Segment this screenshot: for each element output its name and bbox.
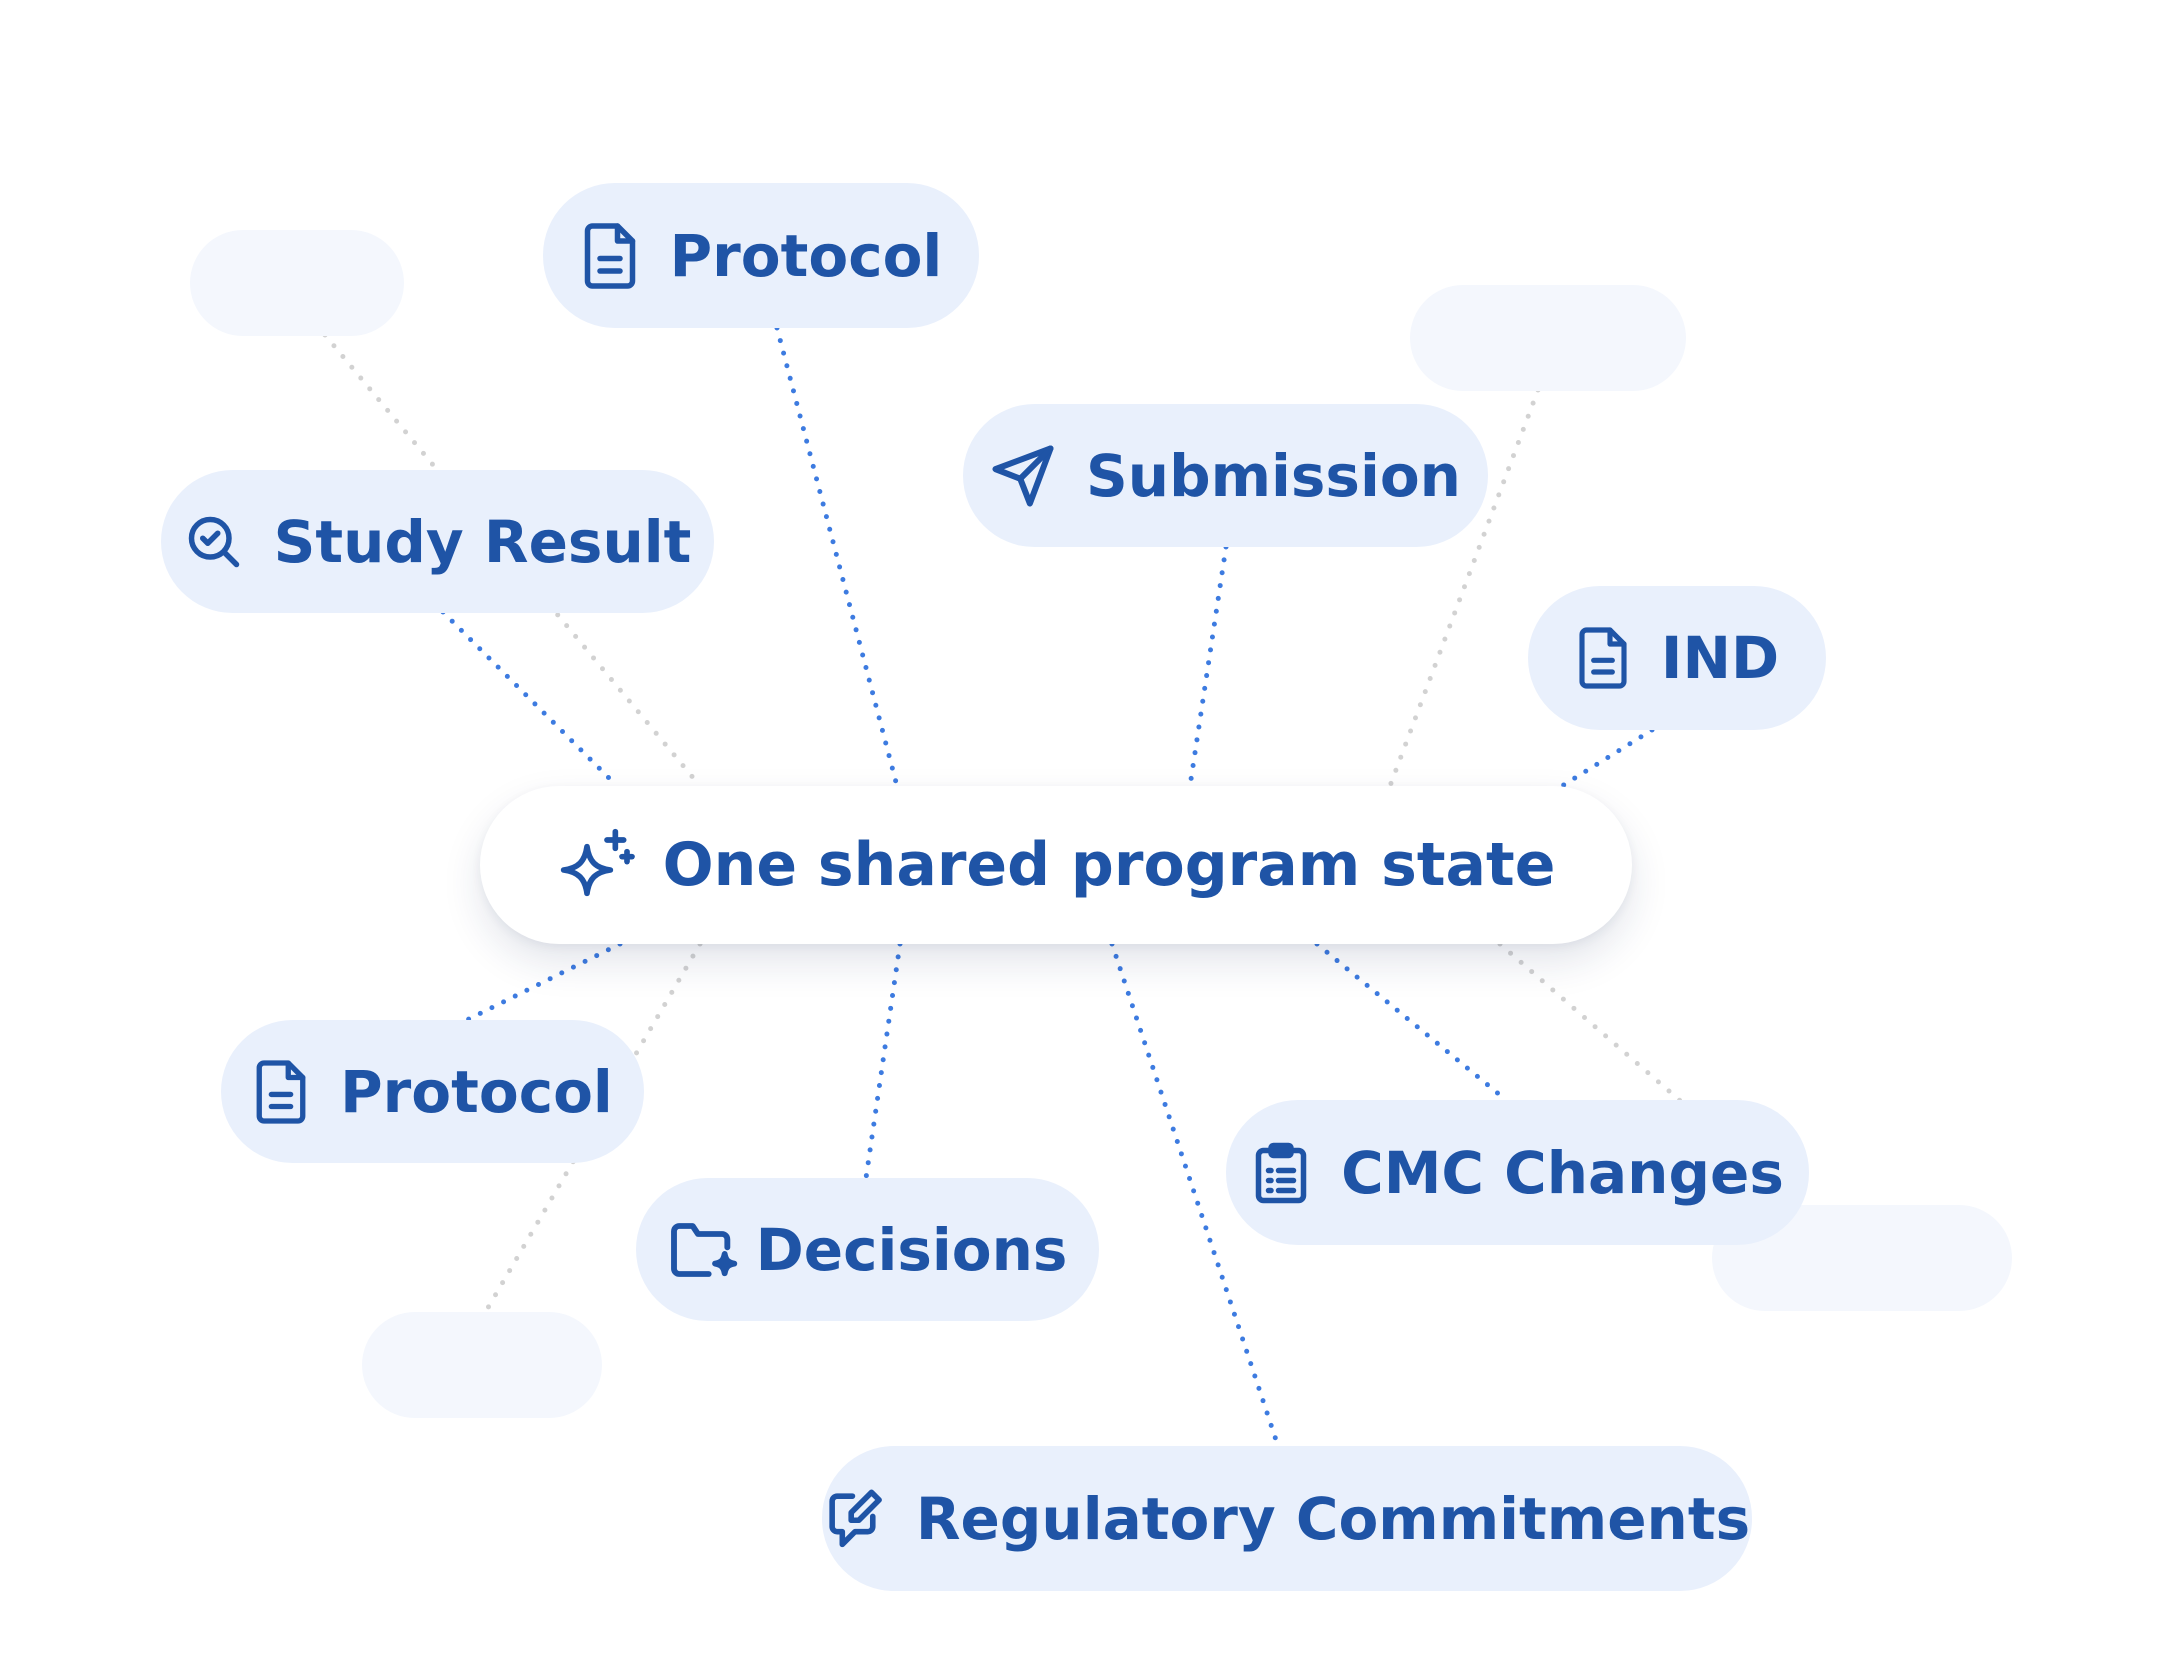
connector-protocol-bottom: [464, 941, 623, 1023]
node-label: Regulatory Commitments: [915, 1484, 1751, 1553]
node-label: Decisions: [755, 1215, 1068, 1284]
node-label: Submission: [1086, 441, 1461, 510]
node-study-result[interactable]: Study Result: [161, 470, 714, 613]
node-regulatory-commitments[interactable]: Regulatory Commitments: [822, 1446, 1752, 1591]
document-icon: [1575, 625, 1631, 691]
clipboard-list-icon: [1251, 1140, 1311, 1206]
connector-submission: [1187, 544, 1229, 789]
node-decisions[interactable]: Decisions: [636, 1178, 1099, 1321]
node-ind[interactable]: IND: [1528, 586, 1826, 730]
ghost-node: [362, 1312, 602, 1418]
ghost-node: [1410, 285, 1686, 391]
node-label: Protocol: [669, 221, 943, 290]
connector-cmc: [1314, 941, 1509, 1103]
node-label: IND: [1660, 624, 1780, 692]
folder-sparkle-icon: [668, 1218, 744, 1282]
sparkles-icon: [557, 825, 637, 905]
node-label: CMC Changes: [1341, 1138, 1784, 1207]
document-icon: [580, 221, 640, 291]
connector-study-result: [440, 609, 620, 789]
node-submission[interactable]: Submission: [963, 404, 1488, 547]
connector-ind: [1559, 727, 1655, 789]
send-icon: [990, 443, 1056, 509]
faint-connector: [479, 941, 703, 1321]
document-icon: [252, 1058, 310, 1126]
node-cmc-changes[interactable]: CMC Changes: [1226, 1100, 1809, 1245]
connector-regulatory: [1109, 941, 1281, 1449]
message-edit-icon: [824, 1486, 886, 1552]
faint-connector: [1387, 387, 1541, 789]
connector-decisions: [863, 941, 903, 1181]
node-label: Protocol: [340, 1057, 613, 1126]
connector-protocol-top: [774, 325, 900, 789]
central-node-label: One shared program state: [662, 830, 1556, 900]
search-check-icon: [184, 512, 244, 572]
node-label: Study Result: [273, 507, 692, 576]
node-protocol-top[interactable]: Protocol: [543, 183, 979, 328]
node-protocol-bottom[interactable]: Protocol: [221, 1020, 644, 1163]
ghost-node: [190, 230, 404, 336]
central-node: One shared program state: [480, 786, 1632, 944]
